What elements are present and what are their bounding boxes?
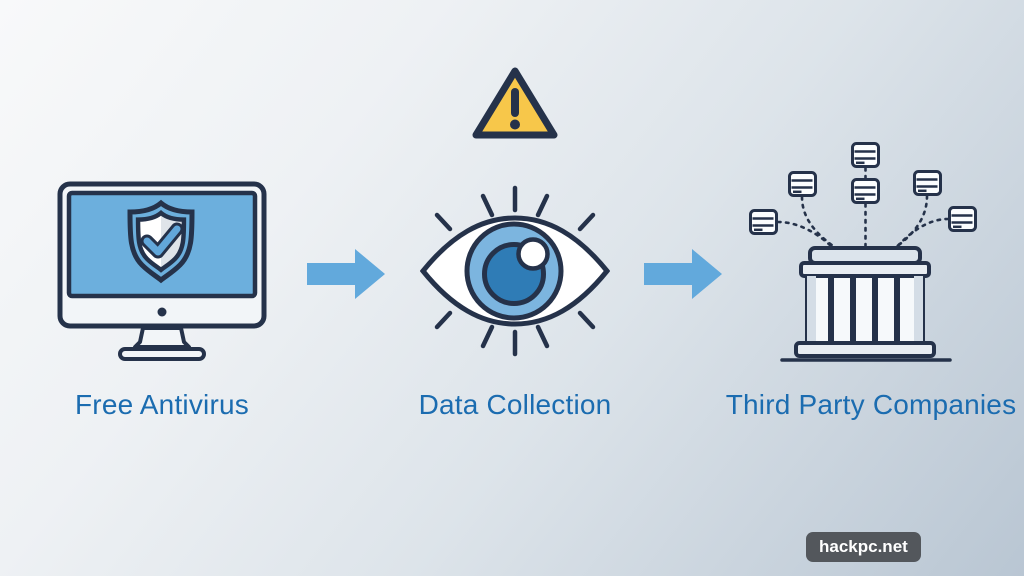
node-label-data-collection: Data Collection: [418, 389, 612, 420]
document-icon: [913, 170, 942, 196]
document-icon: [948, 206, 977, 232]
shield-icon: [127, 199, 195, 284]
node-label-free-antivirus: Free Antivirus: [75, 389, 249, 420]
document-icon: [851, 142, 880, 168]
document-icon: [851, 178, 880, 204]
institution-documents-icon: [749, 142, 977, 362]
node-label-third-party-companies: Third Party Companies: [725, 389, 1017, 420]
document-icon: [749, 209, 778, 235]
arrow-right-icon: [307, 249, 385, 299]
watermark-badge: hackpc.net: [806, 532, 921, 562]
building-icon: [780, 246, 952, 362]
document-icon: [788, 171, 817, 197]
eye-rays: [434, 185, 596, 357]
arrow-right-icon: [644, 249, 722, 299]
monitor-shield-icon: [57, 181, 267, 361]
warning-triangle-icon: [472, 67, 558, 139]
eye-icon: [420, 185, 610, 357]
